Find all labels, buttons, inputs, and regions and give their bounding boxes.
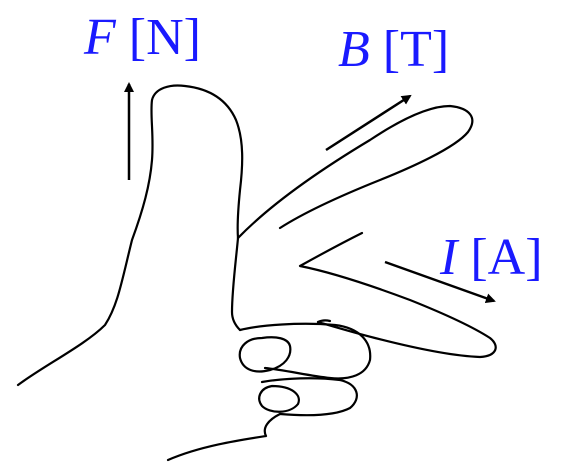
field-symbol: B [338,21,370,78]
hand-outline [18,86,496,460]
force-label: F [N] [84,12,201,64]
force-symbol: F [84,9,116,66]
wrist-bottom-outline [168,414,280,460]
force-unit: [N] [129,9,201,66]
palm-crease [232,238,240,330]
little-fingernail [259,386,299,412]
current-label: I [A] [440,232,543,284]
ring-fingernail [240,337,291,371]
field-label: B [T] [338,24,449,76]
current-unit: [A] [470,229,542,286]
knuckle-mark [318,320,330,322]
little-finger-outline [262,378,357,415]
index-finger-outline [238,106,472,238]
field-unit: [T] [383,21,449,78]
current-symbol: I [440,229,457,286]
